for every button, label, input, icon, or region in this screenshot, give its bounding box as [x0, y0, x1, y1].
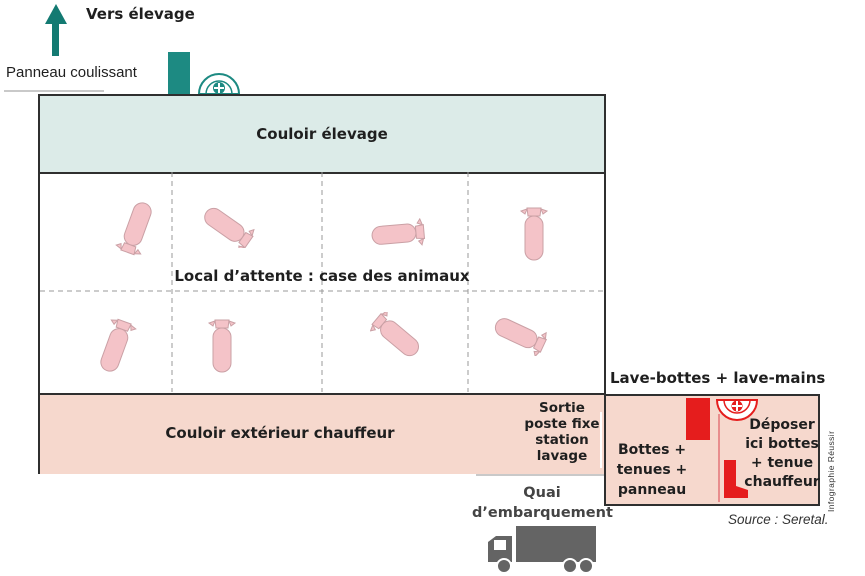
truck-icon [488, 526, 596, 574]
pen-grid [40, 172, 604, 392]
pig-icon [94, 318, 138, 376]
up-arrow-icon [45, 4, 67, 24]
pig-icon [114, 198, 158, 256]
lave-bottes-title: Lave-bottes + lave-mains [610, 369, 826, 387]
storage-icon [686, 398, 710, 440]
sliding-panel-line [4, 90, 104, 92]
sliding-panel-label: Panneau coulissant [6, 64, 137, 81]
local-attente-label: Local d’attente : case des animaux [174, 267, 470, 285]
direction-label: Vers élevage [86, 5, 195, 23]
deposer-label: Déposer ici bottes + tenue chauffeur [744, 417, 820, 490]
door-icon [168, 52, 190, 96]
sink-icon [197, 73, 241, 95]
lave-bottes-room [604, 394, 820, 506]
sortie-label: Sortie poste fixe station lavage [524, 400, 600, 464]
pig-icon [490, 312, 548, 356]
boot-icon [724, 460, 748, 498]
pig-icon [370, 312, 426, 362]
couloir-exterieur [40, 393, 604, 474]
quai-line [476, 474, 604, 476]
source-label: Source : Seretal. [728, 512, 829, 527]
bottes-label: Bottes + tenues + panneau [616, 442, 688, 498]
pig-icon [520, 207, 548, 261]
pig-icon [208, 319, 236, 373]
pig-icon [370, 218, 426, 250]
sortie-opening [600, 412, 602, 468]
quai-label: Quai d’embarquement [472, 485, 613, 521]
couloir-elevage: Couloir élevage [40, 96, 604, 174]
sink-icon [715, 399, 759, 421]
credit-label: Infographie Réussir [826, 430, 836, 512]
room-divider [718, 414, 720, 502]
pig-icon [198, 204, 256, 248]
couloir-exterieur-label: Couloir extérieur chauffeur [165, 424, 395, 442]
up-arrow-shaft [52, 22, 59, 56]
